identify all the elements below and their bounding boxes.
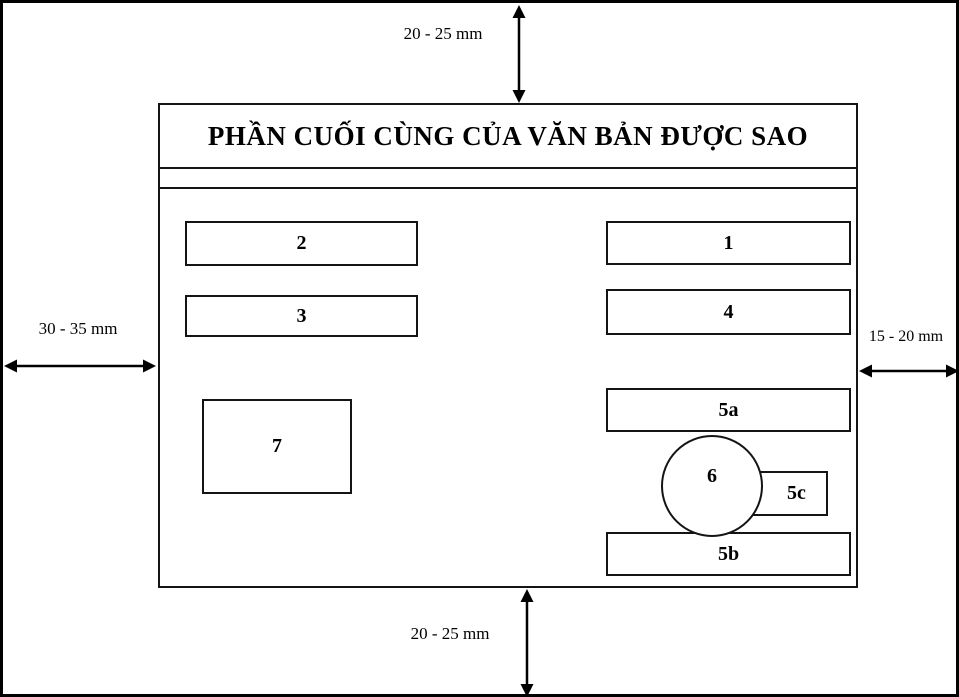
component-box-4-label: 4: [723, 300, 734, 323]
component-box-7-label: 7: [272, 435, 282, 457]
seal-circle-6-label: 6: [707, 464, 717, 487]
title-separator-line: [160, 187, 856, 189]
top-margin-label: 20 - 25 mm: [403, 24, 483, 43]
component-box-5a-label: 5a: [718, 398, 739, 421]
title-band: PHẦN CUỐI CÙNG CỦA VĂN BẢN ĐƯỢC SAO: [160, 105, 856, 169]
left-margin-label: 30 - 35 mm: [38, 319, 118, 338]
component-box-5a: 5a: [606, 388, 851, 432]
component-box-7: 7: [202, 399, 352, 494]
bottom-margin-arrow: [520, 589, 534, 694]
component-box-5b-label: 5b: [717, 542, 740, 565]
component-box-2-label: 2: [296, 232, 307, 254]
component-box-5c-label: 5c: [787, 482, 806, 504]
component-box-3-label: 3: [296, 304, 307, 327]
document-page-frame: PHẦN CUỐI CÙNG CỦA VĂN BẢN ĐƯỢC SAO 2 3 …: [158, 103, 858, 588]
component-box-1: 1: [606, 221, 851, 265]
component-box-4: 4: [606, 289, 851, 335]
component-box-2: 2: [185, 221, 418, 266]
top-margin-arrow: [512, 5, 526, 103]
component-box-5b: 5b: [606, 532, 851, 576]
left-margin-arrow: [4, 359, 156, 373]
right-margin-arrow: [859, 364, 956, 378]
right-margin-label: 15 - 20 mm: [868, 328, 944, 345]
page-title: PHẦN CUỐI CÙNG CỦA VĂN BẢN ĐƯỢC SAO: [207, 120, 809, 151]
seal-circle-6: 6: [661, 435, 763, 537]
bottom-margin-label: 20 - 25 mm: [410, 624, 490, 643]
component-box-3: 3: [185, 295, 418, 337]
component-box-1-label: 1: [723, 231, 734, 254]
